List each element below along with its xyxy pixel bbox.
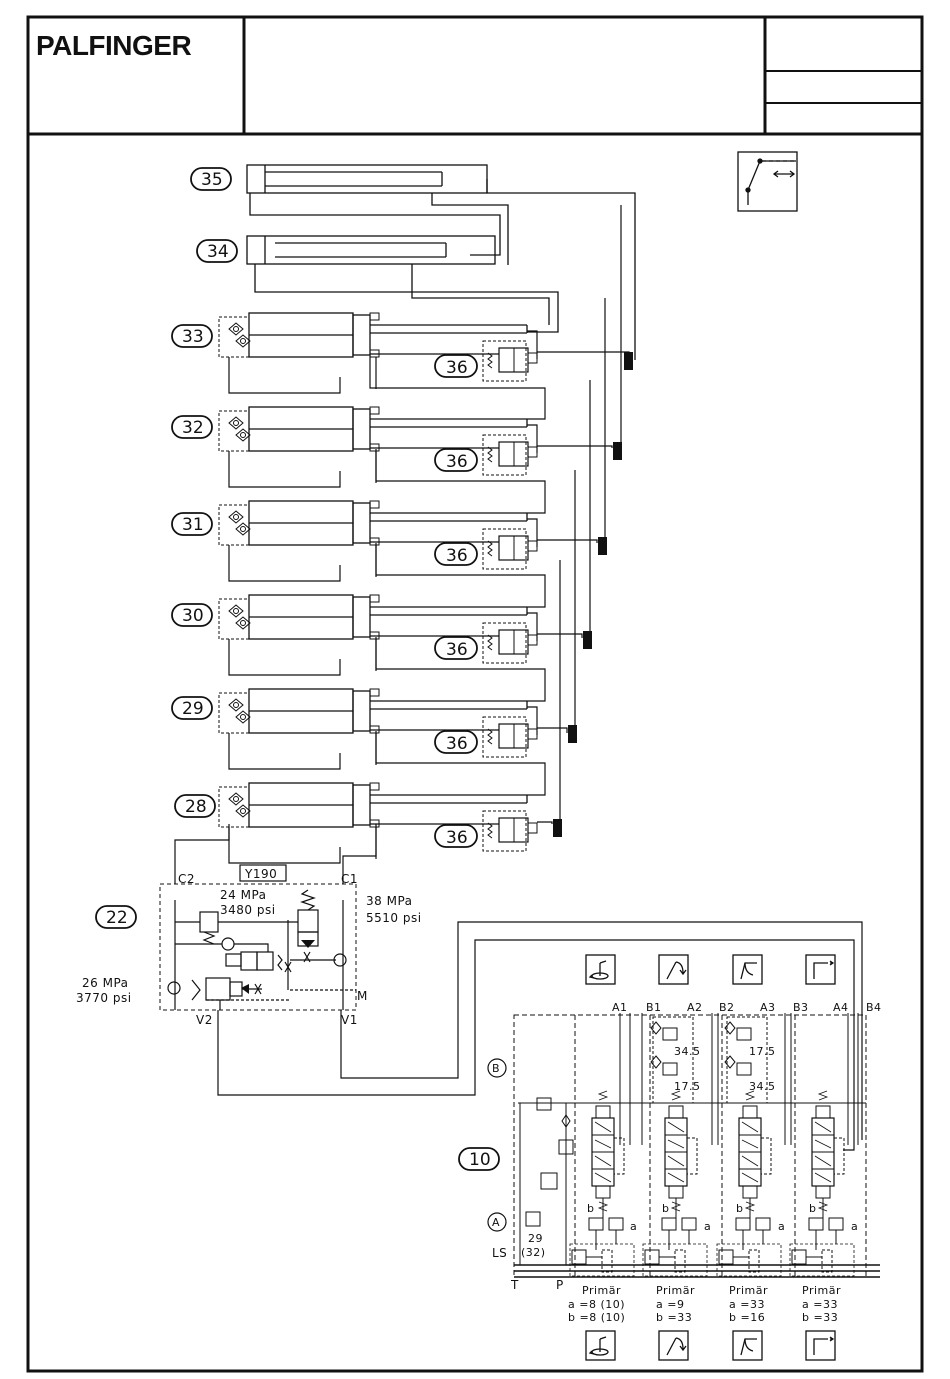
relief1-psi: 3480 psi: [220, 903, 276, 917]
cylinder-31-label: 31: [182, 515, 204, 535]
primary-2-word: Primär: [656, 1284, 695, 1297]
secondary-relief-b1: 34.5: [674, 1045, 701, 1058]
section-b-label: b: [587, 1202, 594, 1215]
section-b-label: b: [809, 1202, 816, 1215]
ls-relief-1: 29: [528, 1232, 543, 1245]
cylinder-29-label: 29: [182, 699, 204, 719]
ls-label: LS: [492, 1246, 507, 1260]
slewing-icon: [586, 955, 615, 984]
primary-4-a: a =33: [802, 1298, 838, 1311]
p-label: P: [556, 1278, 564, 1292]
relief2-mpa: 38 MPa: [366, 894, 413, 908]
sequence-valve-36-label: 36: [446, 546, 468, 566]
section-a-label: a: [630, 1220, 637, 1233]
port-b2: B2: [719, 1001, 735, 1014]
cylinder-34: 34: [197, 236, 558, 332]
relief3-mpa: 26 MPa: [82, 976, 129, 990]
cylinder-32: 32 36: [172, 407, 537, 487]
relief2-psi: 5510 psi: [366, 911, 422, 925]
section-b-label: b: [662, 1202, 669, 1215]
primary-2-b: b =33: [656, 1311, 692, 1324]
port-b3: B3: [793, 1001, 809, 1014]
primary-3-a: a =33: [729, 1298, 765, 1311]
control-valve-label: 10: [469, 1150, 491, 1170]
secondary-relief-b2: 17.5: [749, 1045, 776, 1058]
port-m-label: M: [357, 989, 368, 1003]
primary-2-a: a =9: [656, 1298, 684, 1311]
main-boom-icon: [659, 1331, 688, 1360]
section-a-label: a: [851, 1220, 858, 1233]
port-v2-label: V2: [196, 1013, 213, 1027]
port-b1: B1: [646, 1001, 662, 1014]
cylinder-33: 33 36: [172, 313, 537, 393]
primary-3-b: b =16: [729, 1311, 765, 1324]
spool-section-1: b a: [570, 1091, 637, 1276]
primary-1-word: Primär: [582, 1284, 621, 1297]
port-v1-label: V1: [341, 1013, 358, 1027]
cylinder-30-label: 30: [182, 606, 204, 626]
port-a-marker: A: [492, 1216, 500, 1229]
primary-4-b: b =33: [802, 1311, 838, 1324]
secondary-relief-a2: 17.5: [674, 1080, 701, 1093]
function-icons-bottom: [586, 1331, 835, 1360]
section-a-label: a: [704, 1220, 711, 1233]
extension-icon: [806, 955, 835, 984]
knuckle-boom-icon: [733, 1331, 762, 1360]
boom-extension-icon: [738, 152, 797, 211]
cylinder-28: 28 36: [175, 783, 537, 863]
sequence-valve-36-label: 36: [446, 640, 468, 660]
primary-4-word: Primär: [802, 1284, 841, 1297]
cylinder-33-label: 33: [182, 327, 204, 347]
function-icons-top: [586, 955, 835, 984]
sequence-valve-36-label: 36: [446, 828, 468, 848]
control-valve-10: 10 B A LS T P 29 (32) A1 B1 A2 B2 A3 B3 …: [459, 1001, 882, 1292]
knuckle-boom-icon: [733, 955, 762, 984]
cylinder-28-label: 28: [185, 797, 207, 817]
sequence-valve-36-label: 36: [446, 358, 468, 378]
cylinder-32-label: 32: [182, 418, 204, 438]
cylinder-35: 35: [191, 165, 635, 360]
section-a-label: a: [778, 1220, 785, 1233]
primary-1-b: b =8 (10): [568, 1311, 625, 1324]
holding-valve-label: 22: [106, 908, 128, 928]
relief3-psi: 3770 psi: [76, 991, 132, 1005]
t-label: T: [510, 1278, 519, 1292]
port-b-marker: B: [492, 1062, 500, 1075]
extension-icon: [806, 1331, 835, 1360]
cylinder-29: 29 36: [172, 689, 537, 769]
cylinder-30: 30 36: [172, 595, 537, 675]
slewing-icon: [586, 1331, 615, 1360]
primary-settings: Primär a =8 (10) b =8 (10) Primär a =9 b…: [568, 1284, 841, 1324]
holding-valve-22: 22 Y190 C2 C1 V2 V1 M 24 MPa 3480 psi 38…: [76, 824, 862, 1150]
port-c2-label: C2: [178, 872, 195, 886]
cylinder-35-label: 35: [201, 170, 223, 190]
port-a3: A3: [760, 1001, 776, 1014]
cylinder-31: 31 36: [172, 501, 537, 581]
brand-logo: PALFINGER: [36, 30, 191, 61]
sequence-valve-36-label: 36: [446, 452, 468, 472]
relief1-mpa: 24 MPa: [220, 888, 267, 902]
section-b-label: b: [736, 1202, 743, 1215]
solenoid-label: Y190: [244, 867, 277, 881]
ls-relief-2: (32): [521, 1246, 546, 1259]
main-boom-icon: [659, 955, 688, 984]
cylinder-34-label: 34: [207, 242, 229, 262]
sequence-valve-36-label: 36: [446, 734, 468, 754]
port-b4: B4: [866, 1001, 882, 1014]
primary-1-a: a =8 (10): [568, 1298, 625, 1311]
port-a2: A2: [687, 1001, 703, 1014]
port-a4: A4: [833, 1001, 849, 1014]
port-a1: A1: [612, 1001, 628, 1014]
primary-3-word: Primär: [729, 1284, 768, 1297]
